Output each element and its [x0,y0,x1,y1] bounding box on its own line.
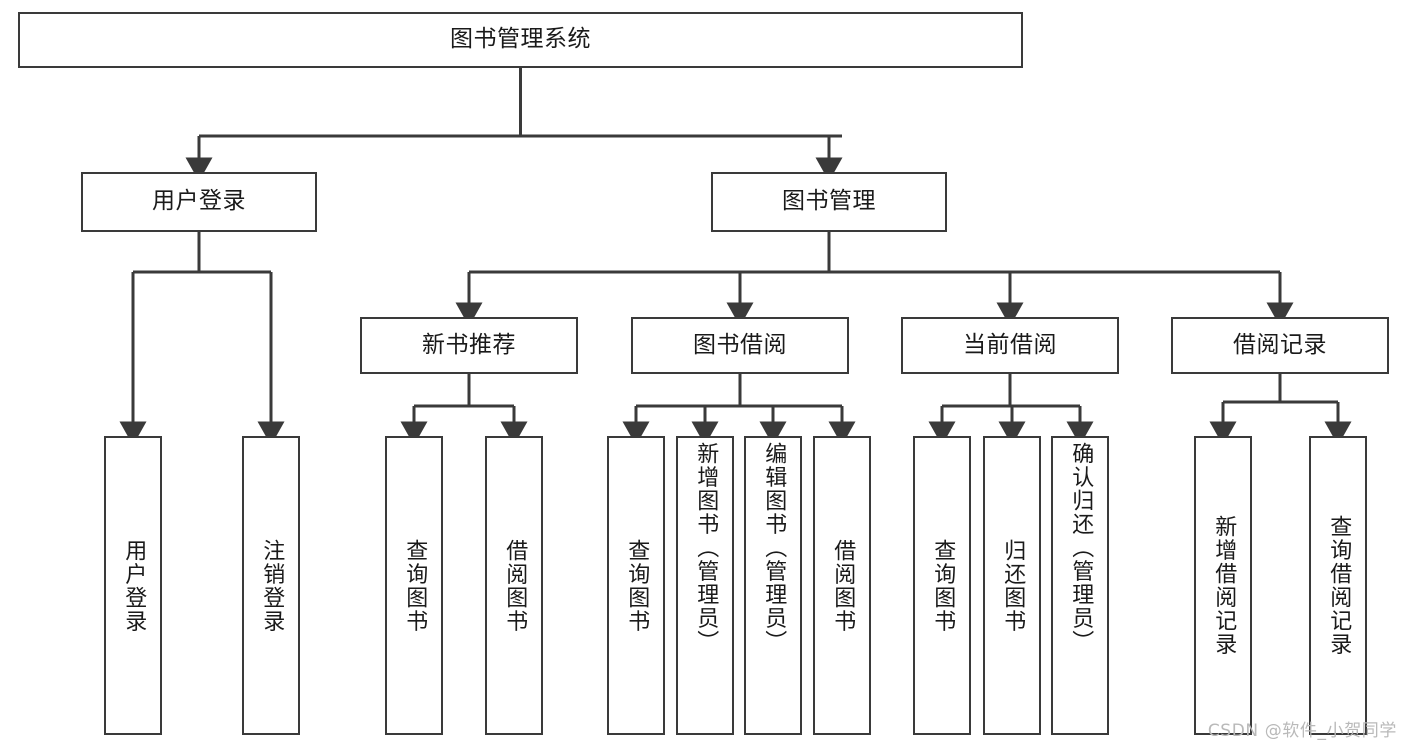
leaf-confirm-return-label: 确认归还（管理员） [1068,442,1094,654]
node-current-borrow[interactable]: 当前借阅 [901,317,1119,374]
node-new-book-recommend[interactable]: 新书推荐 [360,317,578,374]
leaf-query-book-3-label: 查询图书 [930,538,956,633]
leaf-borrow-book-2-label: 借阅图书 [830,538,856,633]
leaf-query-book-2-label: 查询图书 [624,538,650,633]
leaf-edit-book-label: 编辑图书（管理员） [761,442,787,654]
leaf-query-book-1-label: 查询图书 [402,538,428,633]
node-book-manage[interactable]: 图书管理 [711,172,947,232]
leaf-query-book-1[interactable]: 查询图书 [385,436,443,735]
leaf-confirm-return[interactable]: 确认归还（管理员） [1051,436,1109,735]
leaf-borrow-book-1-label: 借阅图书 [502,538,528,633]
leaf-query-book-2[interactable]: 查询图书 [607,436,665,735]
node-user-login-label: 用户登录 [152,188,246,215]
leaf-edit-book[interactable]: 编辑图书（管理员） [744,436,802,735]
leaf-return-book-label: 归还图书 [1000,538,1026,633]
node-root-label: 图书管理系统 [450,26,591,53]
leaf-add-book[interactable]: 新增图书（管理员） [676,436,734,735]
node-book-manage-label: 图书管理 [782,188,876,215]
node-current-borrow-label: 当前借阅 [963,331,1057,358]
node-borrow-record-label: 借阅记录 [1233,331,1327,358]
leaf-query-record-label: 查询借阅记录 [1326,515,1352,656]
leaf-add-record-label: 新增借阅记录 [1211,515,1237,656]
node-borrow-record[interactable]: 借阅记录 [1171,317,1389,374]
leaf-user-login[interactable]: 用户登录 [104,436,162,735]
leaf-add-record[interactable]: 新增借阅记录 [1194,436,1252,735]
leaf-user-logout-label: 注销登录 [259,538,285,633]
leaf-borrow-book-2[interactable]: 借阅图书 [813,436,871,735]
leaf-query-book-3[interactable]: 查询图书 [913,436,971,735]
node-new-book-recommend-label: 新书推荐 [422,331,516,358]
leaf-return-book[interactable]: 归还图书 [983,436,1041,735]
leaf-user-login-label: 用户登录 [121,538,147,633]
node-root[interactable]: 图书管理系统 [18,12,1023,68]
csdn-watermark: CSDN @软件_小贺同学 [1207,721,1397,741]
leaf-user-logout[interactable]: 注销登录 [242,436,300,735]
leaf-borrow-book-1[interactable]: 借阅图书 [485,436,543,735]
leaf-query-record[interactable]: 查询借阅记录 [1309,436,1367,735]
node-book-borrow[interactable]: 图书借阅 [631,317,849,374]
node-book-borrow-label: 图书借阅 [693,331,787,358]
node-user-login[interactable]: 用户登录 [81,172,317,232]
leaf-add-book-label: 新增图书（管理员） [693,442,719,654]
